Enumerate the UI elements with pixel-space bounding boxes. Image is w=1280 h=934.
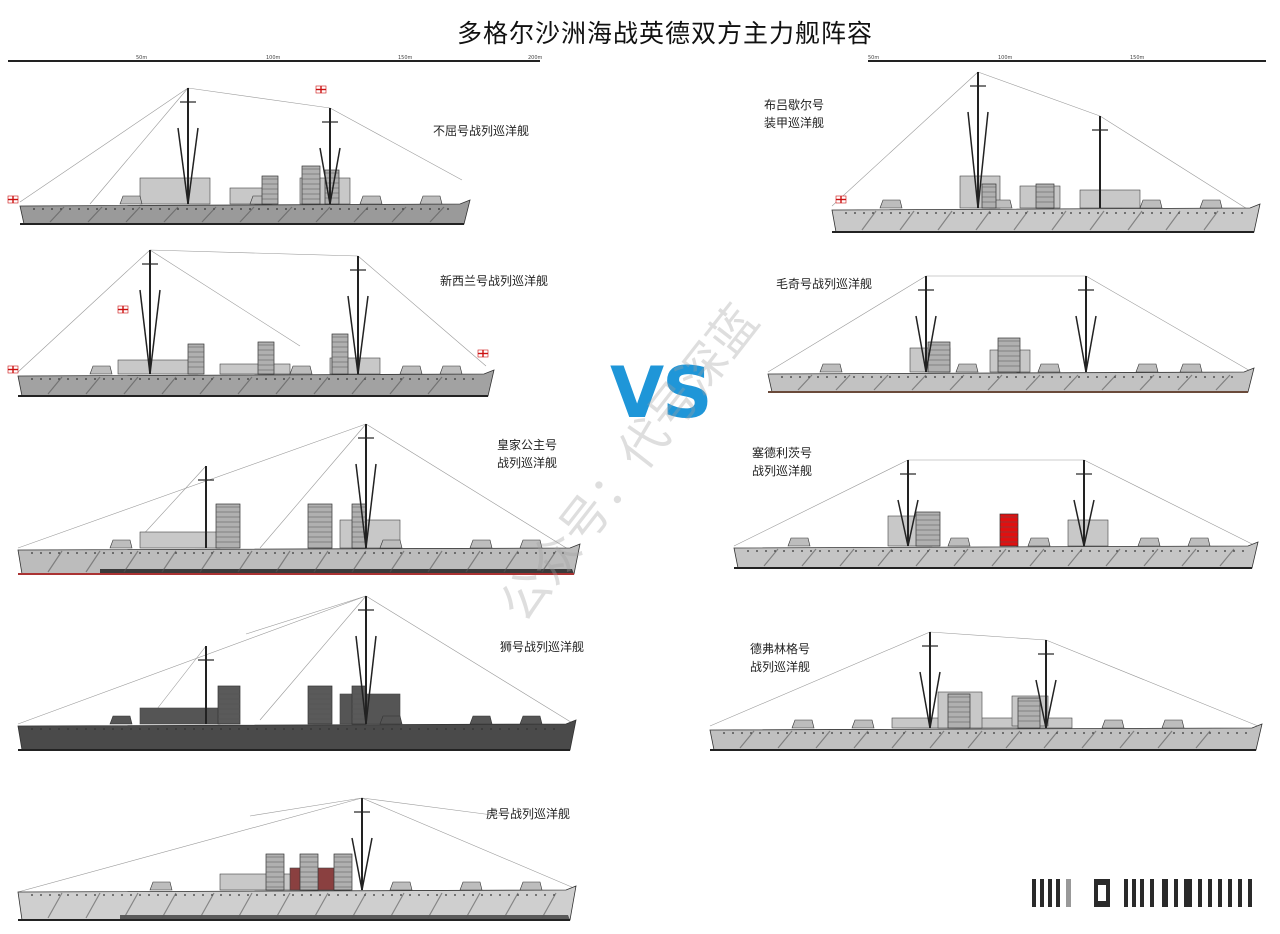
ship-profile-blucher: [831, 71, 1261, 233]
ship-label: 皇家公主号 战列巡洋舰: [497, 438, 558, 470]
ship-profile-tiger: [17, 797, 577, 921]
vs-text: VS: [610, 352, 713, 434]
ship-label: 布吕歇尔号 装甲巡洋舰: [764, 98, 825, 130]
scale-tick: 150m: [1130, 55, 1145, 61]
ship-profile-new-zealand: [7, 249, 495, 397]
ship-label: 虎号战列巡洋舰: [486, 807, 571, 821]
ship-label: 新西兰号战列巡洋舰: [440, 274, 549, 288]
ship-profile-seydlitz: [733, 459, 1259, 569]
scale-tick: 50m: [868, 55, 880, 61]
logo-icon: [1032, 879, 1252, 907]
ship-label: 塞德利茨号 战列巡洋舰: [752, 446, 813, 478]
scale-tick: 100m: [998, 55, 1013, 61]
ship-label: 狮号战列巡洋舰: [500, 640, 585, 654]
ship-profile-lion: [17, 595, 577, 751]
scale-tick: 200m: [528, 55, 543, 61]
scale-tick: 50m: [136, 55, 148, 61]
scale-bar-left: 50m 100m 150m 200m: [8, 55, 543, 66]
ship-profile-derfflinger: [709, 631, 1263, 751]
scale-bar-right: 50m 100m 150m: [868, 55, 1266, 66]
ship-profile-moltke: [767, 275, 1255, 393]
ship-label: 不屈号战列巡洋舰: [433, 124, 530, 138]
ship-label: 德弗林格号 战列巡洋舰: [750, 642, 811, 674]
scale-tick: 150m: [398, 55, 413, 61]
page-title: 多格尔沙洲海战英德双方主力舰阵容: [456, 19, 873, 48]
ship-profile-inflexible: [7, 85, 471, 225]
ship-profile-princess-royal: [17, 423, 581, 575]
ship-label: 毛奇号战列巡洋舰: [776, 277, 873, 291]
scale-tick: 100m: [266, 55, 281, 61]
